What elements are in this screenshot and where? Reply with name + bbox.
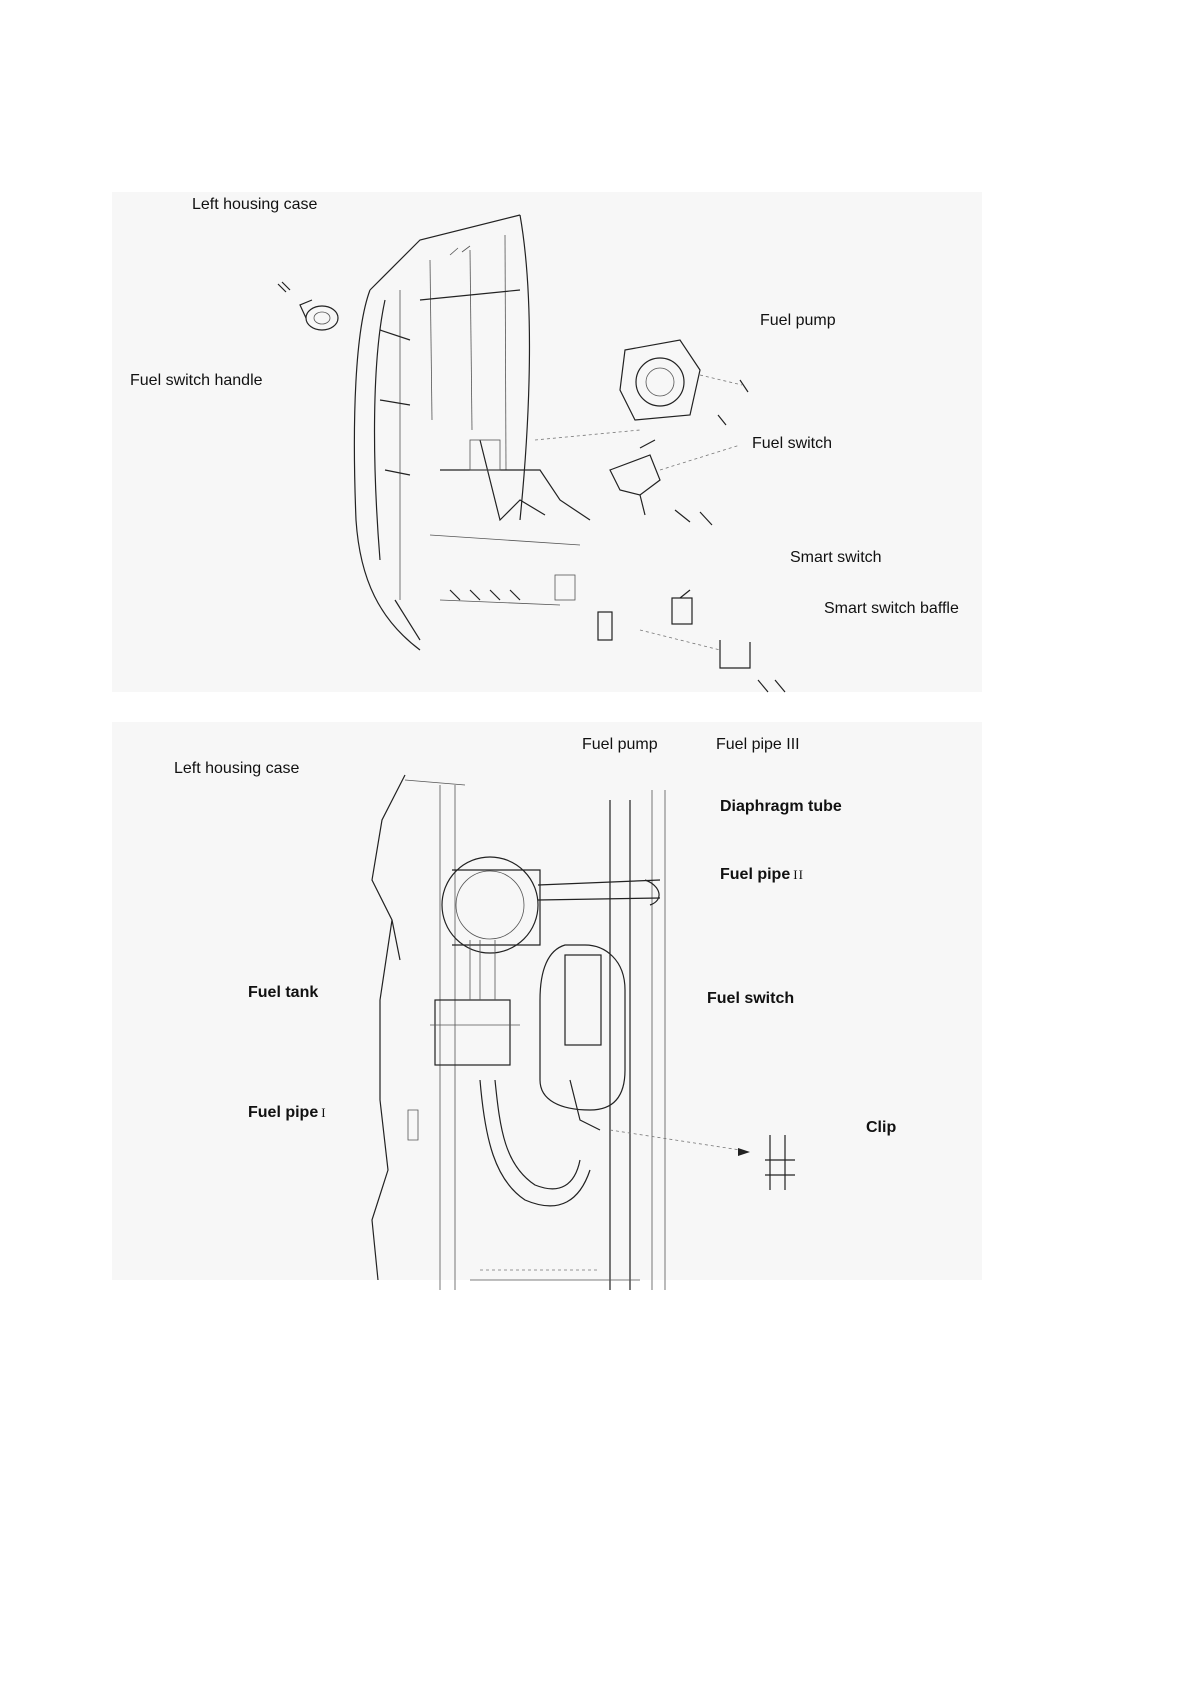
fuel-switch-handle-drawing xyxy=(278,282,338,330)
fuel-pipe-drawing xyxy=(408,940,590,1206)
fuel-pump-assembled-drawing xyxy=(442,857,660,953)
fuel-switch-assembled-drawing xyxy=(540,945,625,1130)
label-left-housing-case: Left housing case xyxy=(192,196,317,214)
label-fuel-pump-assembled: Fuel pump xyxy=(582,736,658,754)
label-smart-switch-baffle: Smart switch baffle xyxy=(824,600,959,618)
fuel-pump-drawing xyxy=(620,340,748,425)
housing-frame-drawing xyxy=(372,775,665,1290)
left-housing-case-drawing xyxy=(354,215,590,650)
label-fuel-tank: Fuel tank xyxy=(248,984,318,1002)
label-diaphragm-tube: Diaphragm tube xyxy=(720,798,842,816)
fuel-tank-drawing xyxy=(430,1000,520,1065)
label-fuel-pipe-iii: Fuel pipe III xyxy=(716,736,800,754)
label-left-housing-case-assembled: Left housing case xyxy=(174,760,299,778)
label-fuel-switch: Fuel switch xyxy=(752,435,832,453)
label-fuel-switch-assembled: Fuel switch xyxy=(707,990,794,1008)
label-fuel-pump: Fuel pump xyxy=(760,312,836,330)
fuel-switch-drawing xyxy=(535,430,740,525)
label-clip: Clip xyxy=(866,1119,896,1137)
label-fuel-switch-handle: Fuel switch handle xyxy=(130,372,263,390)
smart-switch-baffle-drawing xyxy=(640,630,785,692)
label-smart-switch: Smart switch xyxy=(790,549,882,567)
clip-drawing xyxy=(610,1130,795,1190)
smart-switch-drawing xyxy=(598,590,692,640)
